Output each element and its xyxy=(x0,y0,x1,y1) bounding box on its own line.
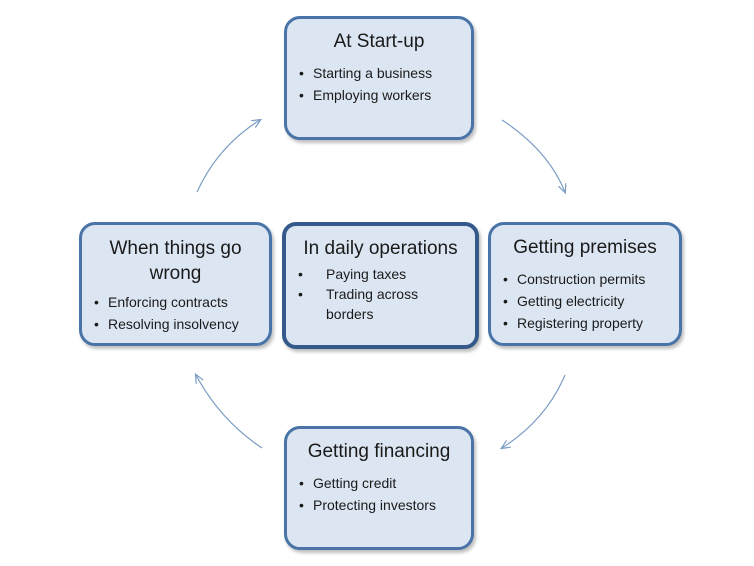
list-item: • Resolving insolvency xyxy=(82,313,269,335)
list-item-label: Getting electricity xyxy=(517,293,625,309)
box-at-startup: At Start-up • Starting a business • Empl… xyxy=(284,16,474,140)
box-when-things-go-wrong: When things go wrong • Enforcing contrac… xyxy=(79,222,272,346)
list-item: • Trading across borders xyxy=(286,284,475,324)
box-in-daily-operations: In daily operations • Paying taxes • Tra… xyxy=(282,222,479,349)
list-item: • Starting a business xyxy=(287,62,471,84)
bullet-icon: • xyxy=(299,87,304,103)
list-item: • Enforcing contracts xyxy=(82,291,269,313)
box-getting-premises: Getting premises • Construction permits … xyxy=(488,222,682,346)
list-item-label: Construction permits xyxy=(517,271,646,287)
list-item: • Construction permits xyxy=(491,268,679,290)
bullet-icon: • xyxy=(503,293,508,309)
list-item: • Getting electricity xyxy=(491,290,679,312)
box-title: Getting financing xyxy=(307,441,451,462)
list-item-label: Starting a business xyxy=(313,65,433,81)
list-item: • Registering property xyxy=(491,312,679,334)
list-item: • Employing workers xyxy=(287,84,471,106)
box-list: • Paying taxes • Trading across borders xyxy=(286,264,475,324)
box-title: In daily operations xyxy=(303,238,458,259)
list-item-label: Protecting investors xyxy=(313,497,436,513)
arrow-wrong-to-startup xyxy=(196,120,260,193)
box-title: Getting premises xyxy=(513,237,657,258)
arrow-premises-to-financing xyxy=(502,374,566,448)
box-title: At Start-up xyxy=(333,31,425,52)
bullet-icon: • xyxy=(299,497,304,513)
list-item-label: Employing workers xyxy=(313,87,432,103)
list-item-label: Enforcing contracts xyxy=(108,294,228,310)
box-list: • Getting credit • Protecting investors xyxy=(287,472,471,516)
box-getting-financing: Getting financing • Getting credit • Pro… xyxy=(284,426,474,550)
box-title: When things go wrong xyxy=(109,238,242,284)
box-list: • Starting a business • Employing worker… xyxy=(287,62,471,106)
bullet-icon: • xyxy=(503,271,508,287)
bullet-icon: • xyxy=(299,475,304,491)
box-list: • Enforcing contracts • Resolving insolv… xyxy=(82,291,269,335)
bullet-icon: • xyxy=(94,294,99,310)
list-item-label: Registering property xyxy=(517,315,644,331)
list-item: • Getting credit xyxy=(287,472,471,494)
arrow-financing-to-wrong xyxy=(196,375,263,449)
bullet-icon: • xyxy=(298,286,303,302)
list-item-label: Paying taxes xyxy=(326,266,407,282)
arrow-startup-to-premises xyxy=(501,119,565,192)
list-item-label: Trading across borders xyxy=(326,286,419,322)
list-item: • Protecting investors xyxy=(287,494,471,516)
list-item: • Paying taxes xyxy=(286,264,475,284)
list-item-label: Resolving insolvency xyxy=(108,316,239,332)
bullet-icon: • xyxy=(94,316,99,332)
bullet-icon: • xyxy=(503,315,508,331)
bullet-icon: • xyxy=(298,266,303,282)
box-list: • Construction permits • Getting electri… xyxy=(491,268,679,334)
bullet-icon: • xyxy=(299,65,304,81)
list-item-label: Getting credit xyxy=(313,475,397,491)
